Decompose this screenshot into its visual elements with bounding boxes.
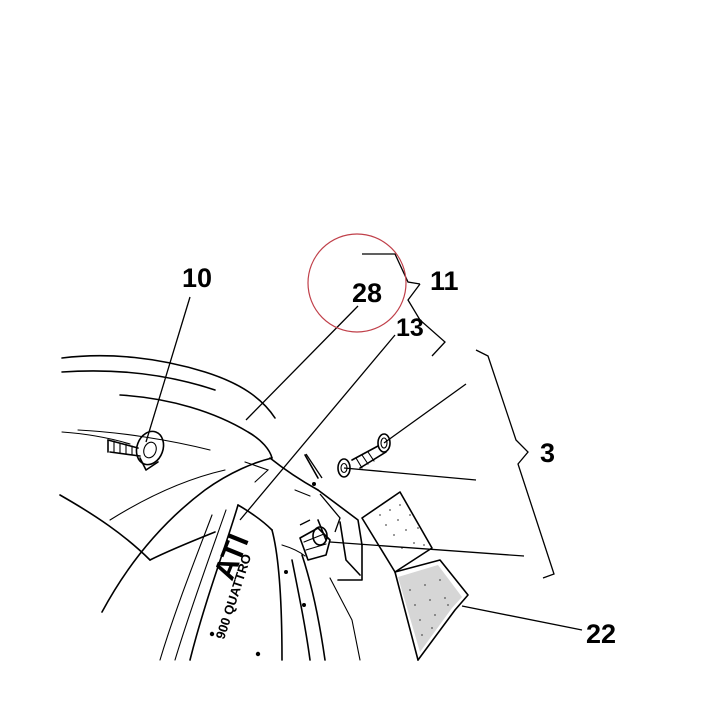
label-28: 28 [352,278,382,308]
tail-fairing [59,354,363,661]
label-10: 10 [182,263,212,293]
label-11: 11 [430,266,459,296]
label-3: 3 [540,438,555,468]
part-10-hook [107,430,165,471]
label-13: 13 [396,314,424,342]
part-13-screw [312,433,391,486]
highlight-circle [307,233,407,333]
part-22-reflector [361,491,469,661]
side-number-panel: ATI 900 QUATTRO [159,504,326,661]
part-3-nut [299,519,331,561]
label-22: 22 [586,619,616,649]
leader-lines [145,253,583,631]
